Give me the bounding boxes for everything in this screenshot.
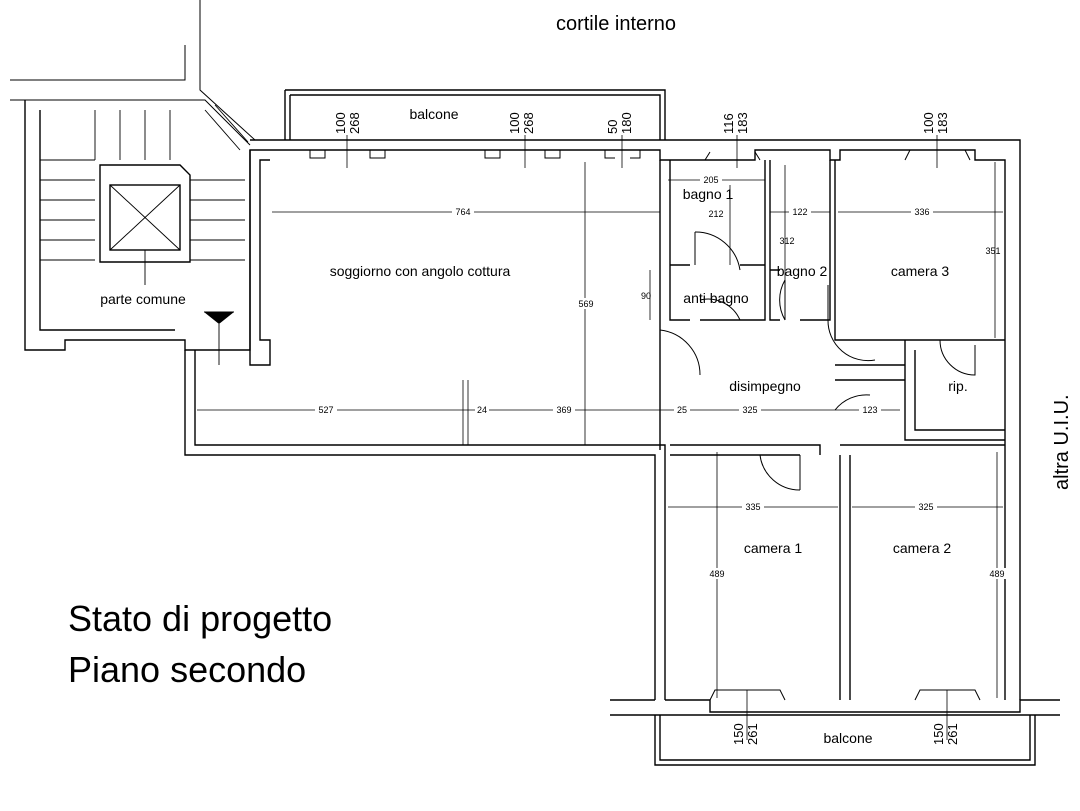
window-dim-6-b: 261 [745, 723, 760, 745]
windows [309, 149, 981, 701]
camera3-label: camera 3 [891, 263, 950, 279]
apartment-outer-wall [249, 139, 1021, 700]
bagno2-label: bagno 2 [777, 263, 828, 279]
dim-527: 527 [318, 405, 333, 415]
dim-351: 351 [985, 246, 1000, 256]
title-line-1: Stato di progetto [68, 598, 332, 639]
anti-bagno-label: anti bagno [683, 290, 749, 306]
doors [659, 231, 976, 491]
dim-335: 335 [745, 502, 760, 512]
window-dim-4-b: 183 [735, 112, 750, 134]
dim-489-a: 489 [709, 569, 724, 579]
dimension-values: 764 205 212 122 336 312 351 90 569 527 2… [315, 174, 1006, 579]
window-dim-6-a: 150 [731, 723, 746, 745]
window-dim-2-b: 268 [521, 112, 536, 134]
dim-212: 212 [708, 209, 723, 219]
bagno1-label: bagno 1 [683, 186, 734, 202]
dim-336: 336 [914, 207, 929, 217]
dim-764: 764 [455, 207, 470, 217]
window-dim-7-a: 150 [931, 723, 946, 745]
window-dim-1-b: 268 [347, 112, 362, 134]
bottom-balcony [654, 715, 1036, 766]
dim-24: 24 [477, 405, 487, 415]
dim-123: 123 [862, 405, 877, 415]
balcone-bottom-label: balcone [823, 730, 872, 746]
dim-25: 25 [677, 405, 687, 415]
balcone-top-label: balcone [409, 106, 458, 122]
dimension-lines [197, 135, 1003, 740]
other-unit-label: altra U.I.U. [1051, 394, 1073, 490]
interior-walls [659, 160, 1005, 700]
title-line-2: Piano secondo [68, 649, 306, 690]
soggiorno-label: soggiorno con angolo cottura [330, 263, 511, 279]
rip-label: rip. [948, 378, 967, 394]
stair-treads [40, 104, 249, 261]
window-dim-2-a: 100 [507, 112, 522, 134]
dim-489-b: 489 [989, 569, 1004, 579]
dim-122: 122 [792, 207, 807, 217]
south-balcony-wall [610, 699, 1060, 716]
apartment-south-wall [184, 350, 666, 700]
window-dim-1-a: 100 [333, 112, 348, 134]
parte-comune-label: parte comune [100, 291, 186, 307]
window-dim-5-a: 100 [921, 112, 936, 134]
window-dim-3-a: 50 [605, 120, 620, 134]
window-dim-5-b: 183 [935, 112, 950, 134]
disimpegno-label: disimpegno [729, 378, 801, 394]
window-dim-4-a: 116 [721, 113, 736, 134]
window-dim-3-b: 180 [619, 112, 634, 134]
entrance-marker [204, 311, 234, 365]
dim-205: 205 [703, 175, 718, 185]
stair-inner-wall [39, 110, 175, 331]
outer-wall-top-left-2 [10, 99, 251, 146]
courtyard-label: cortile interno [556, 13, 676, 35]
top-balcony [284, 89, 666, 140]
dim-325-b: 325 [918, 502, 933, 512]
dim-569: 569 [578, 299, 593, 309]
camera2-label: camera 2 [893, 540, 952, 556]
dim-312: 312 [779, 236, 794, 246]
camera1-label: camera 1 [744, 540, 803, 556]
dim-369: 369 [556, 405, 571, 415]
stair-block-outline [24, 100, 251, 351]
dim-325-a: 325 [742, 405, 757, 415]
window-dim-7-b: 261 [945, 723, 960, 745]
elevator-shaft [99, 164, 191, 285]
dim-90: 90 [641, 291, 651, 301]
